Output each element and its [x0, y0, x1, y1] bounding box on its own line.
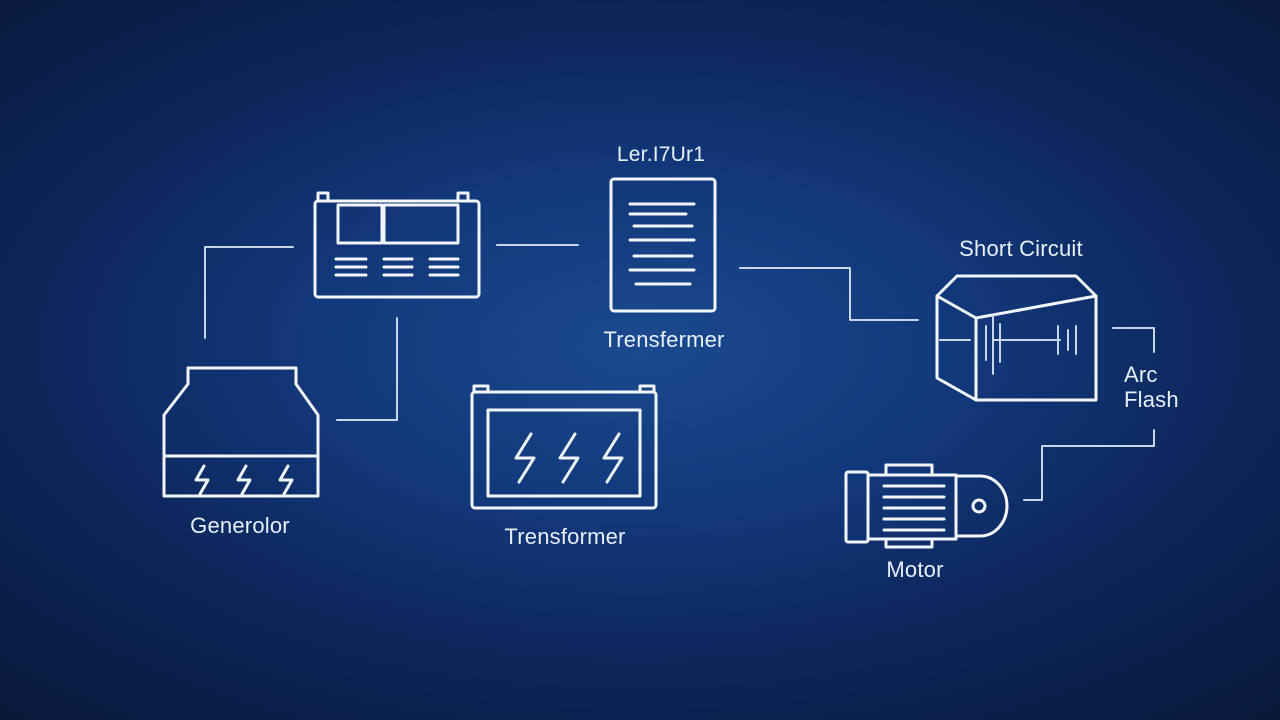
switchgear-icon — [313, 191, 481, 299]
top-center-label: Ler.I7Ur1 — [616, 143, 706, 166]
motor-icon — [844, 463, 1009, 549]
arc-flash-label-line1: Arc — [1124, 362, 1158, 387]
connector-arc-flash-to-motor — [1023, 429, 1155, 501]
document-icon — [609, 177, 717, 313]
connector-document-to-short-circuit — [739, 267, 919, 321]
transformer-top-label: Trensfermer — [603, 327, 725, 352]
arc-flash-label-line2: Flash — [1124, 387, 1179, 412]
motor-label: Motor — [886, 557, 944, 582]
arc-flash-label: Arc Flash — [1124, 362, 1179, 412]
connector-switchgear-to-transformer-bottom — [336, 317, 398, 421]
generator-icon — [162, 366, 320, 498]
transformer-bottom-label: Trensformer — [504, 524, 626, 549]
connectors — [204, 244, 1155, 501]
short-circuit-label: Short Circuit — [959, 236, 1083, 261]
transformer-icon — [470, 384, 658, 510]
short-circuit-icon — [935, 274, 1098, 402]
generator-label: Generolor — [190, 513, 290, 538]
connector-generator-to-switchgear — [204, 246, 294, 339]
connector-short-circuit-to-arc-flash — [1112, 327, 1155, 353]
